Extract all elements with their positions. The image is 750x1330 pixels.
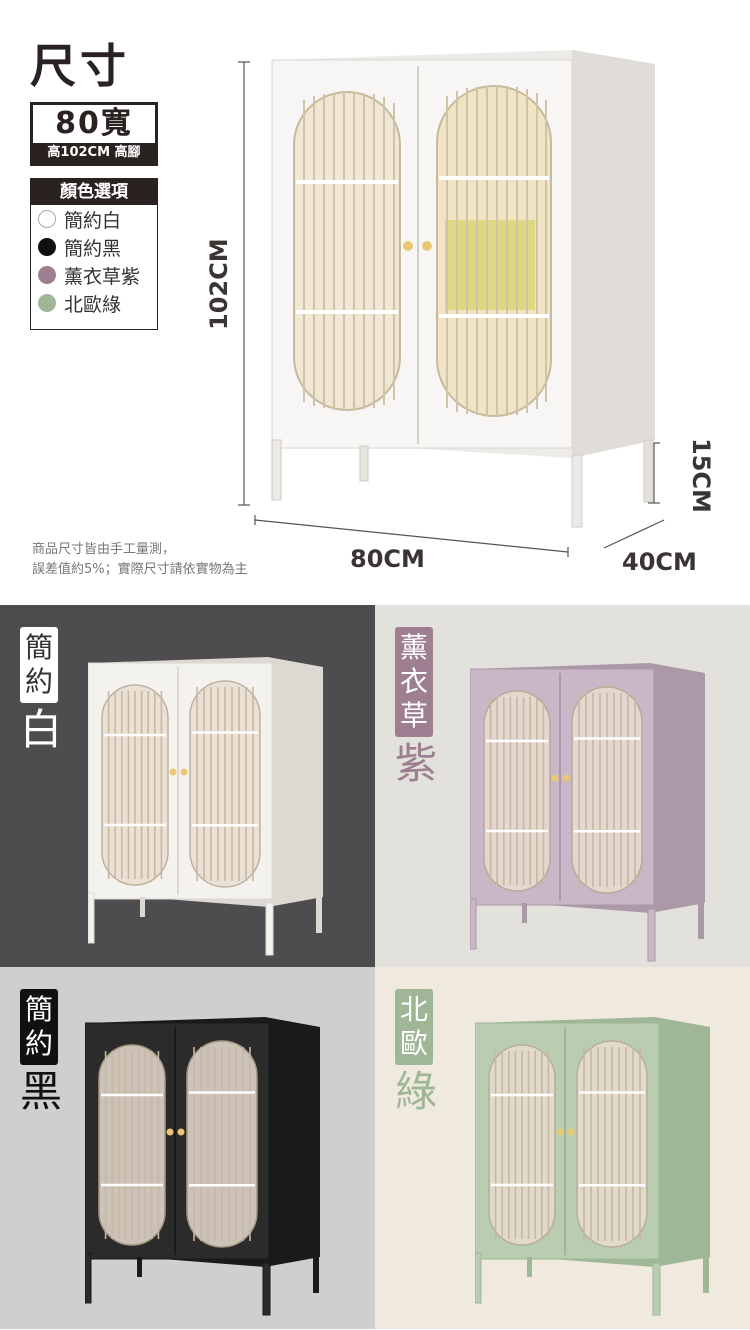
width-dimension: 80CM — [350, 545, 425, 573]
measurement-note: 商品尺寸皆由手工量測， 誤差值約5%；實際尺寸請依實物為主 — [32, 542, 248, 577]
color-option-black: 簡約黑 — [31, 233, 157, 261]
cabinet-image-green — [474, 1017, 715, 1321]
variant-label: 簡 約 白 — [20, 627, 62, 755]
cabinet-image-white — [87, 657, 328, 961]
color-options-title: 顏色選項 — [31, 179, 157, 205]
color-option-purple: 薰衣草紫 — [31, 261, 157, 289]
size-sub-label: 高102CM 高腳 — [33, 143, 155, 163]
variant-label: 薰 衣 草 紫 — [395, 627, 437, 789]
variant-label: 簡 約 黑 — [20, 989, 62, 1117]
variant-panel-purple: 薰 衣 草 紫 — [375, 605, 750, 967]
variant-label: 北 歐 綠 — [395, 989, 437, 1117]
height-dimension: 102CM — [205, 238, 233, 330]
leg-height-dimension: 15CM — [687, 438, 715, 513]
page-title: 尺寸 — [30, 39, 130, 93]
variant-panel-green: 北 歐 綠 — [375, 967, 750, 1329]
variant-name-box: 簡 約 — [20, 989, 58, 1065]
purple-dot-icon — [38, 266, 56, 284]
cabinet-image-purple — [469, 663, 710, 967]
cabinet-image-black — [84, 1017, 325, 1321]
variant-color-char: 黑 — [20, 1067, 63, 1116]
variant-name-box: 薰 衣 草 — [395, 627, 433, 737]
color-options: 顏色選項 簡約白 簡約黑 薰衣草紫 北歐綠 — [30, 178, 158, 330]
green-dot-icon — [38, 294, 56, 312]
white-dot-icon — [38, 210, 56, 228]
size-section: 尺寸 80寬 高102CM 高腳 顏色選項 簡約白 簡約黑 薰衣草紫 北歐綠 — [0, 0, 750, 605]
color-option-white: 簡約白 — [31, 205, 157, 233]
variant-color-char: 白 — [20, 705, 63, 754]
size-main-label: 80寬 — [55, 106, 133, 141]
color-option-green: 北歐綠 — [31, 289, 157, 317]
main-cabinet-illustration — [238, 50, 665, 557]
variant-panel-black: 簡 約 黑 — [0, 967, 375, 1329]
variant-panel-white: 簡 約 白 — [0, 605, 375, 967]
depth-dimension: 40CM — [622, 548, 697, 576]
variant-name-box: 簡 約 — [20, 627, 58, 703]
size-badge: 80寬 高102CM 高腳 — [30, 102, 158, 166]
black-dot-icon — [38, 238, 56, 256]
variant-color-char: 綠 — [395, 1067, 438, 1116]
variant-color-char: 紫 — [395, 739, 438, 788]
variant-name-box: 北 歐 — [395, 989, 433, 1065]
